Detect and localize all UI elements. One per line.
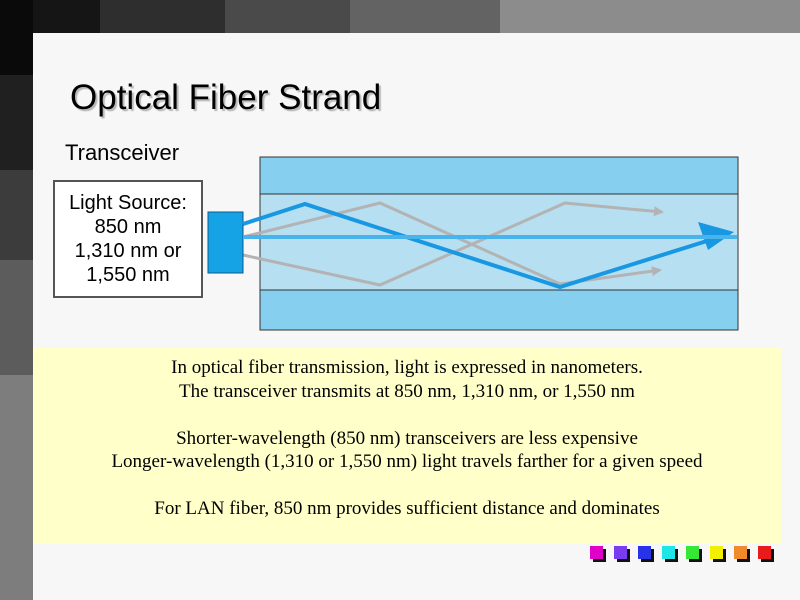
decor-tile: [0, 375, 33, 600]
light-source-line: 850 nm: [94, 216, 162, 238]
light-source-line: Light Source:: [69, 192, 187, 214]
slide-title: Optical Fiber Strand: [70, 78, 382, 117]
decor-tile: [350, 0, 500, 33]
light-source-line: 1,310 nm or: [74, 240, 182, 262]
nav-button-icon[interactable]: [614, 546, 627, 559]
slide-navigation: [588, 546, 778, 566]
decor-tile: [0, 0, 33, 75]
notes-line: In optical fiber transmission, light is …: [171, 357, 643, 378]
notes-line: [33, 403, 781, 427]
light-source-box: Light Source: 850 nm 1,310 nm or 1,550 n…: [53, 180, 203, 298]
notes-line: The transceiver transmits at 850 nm, 1,3…: [179, 380, 635, 402]
transceiver-label: Transceiver: [65, 140, 180, 165]
decor-tile: [33, 0, 100, 33]
notes-line: For LAN fiber, 850 nm provides sufficien…: [154, 498, 660, 519]
nav-button-icon[interactable]: [662, 546, 675, 559]
notes-line: Longer-wavelength (1,310 or 1,550 nm) li…: [111, 451, 703, 472]
nav-button-icon[interactable]: [710, 546, 723, 559]
decor-tile: [225, 0, 350, 33]
decor-tile: [0, 170, 33, 260]
notes-line: [33, 474, 781, 498]
decor-tile: [500, 0, 800, 33]
nav-button-icon[interactable]: [590, 546, 603, 559]
light-source-line: 1,550 nm: [86, 264, 170, 286]
decor-tile: [0, 260, 33, 375]
secondary-ray: [242, 201, 664, 287]
decor-tile: [0, 75, 33, 170]
nav-button-icon[interactable]: [758, 546, 771, 559]
nav-button-icon[interactable]: [686, 546, 699, 559]
fiber-diagram: [207, 156, 739, 331]
nav-button-icon[interactable]: [734, 546, 747, 559]
decor-tile: [100, 0, 225, 33]
notes-box: In optical fiber transmission, light is …: [33, 348, 781, 544]
notes-line: Shorter-wavelength (850 nm) transceivers…: [176, 427, 638, 449]
primary-ray: [242, 201, 711, 290]
emitter: [207, 211, 244, 274]
nav-button-icon[interactable]: [638, 546, 651, 559]
